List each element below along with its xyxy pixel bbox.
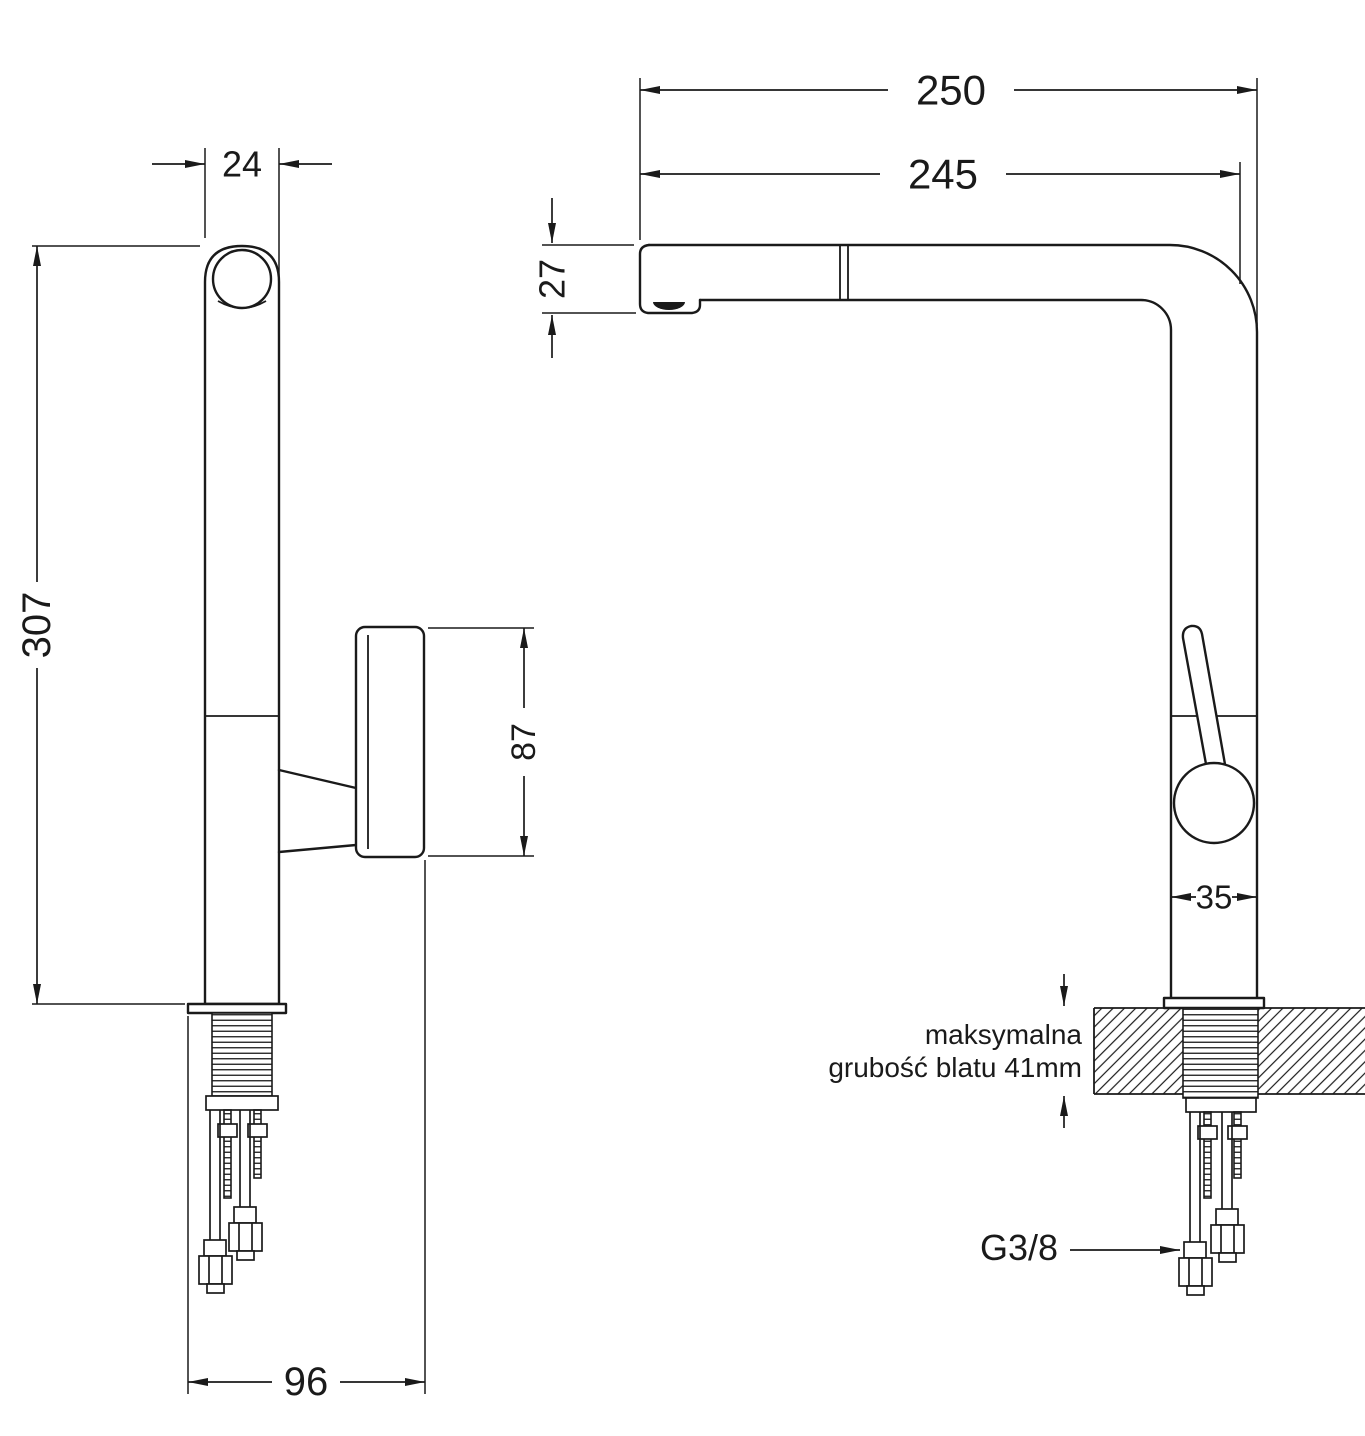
front-spout-bottom-edge	[698, 298, 1173, 1000]
side-hose-a	[198, 1110, 233, 1294]
front-spout-top-edge	[647, 243, 1259, 1000]
countertop-hatch-right	[1258, 1008, 1365, 1094]
front-mounting-hardware	[1178, 1097, 1257, 1296]
side-shank-threads	[211, 1012, 273, 1097]
dim27-label: 27	[532, 259, 573, 299]
side-handle-plate	[354, 625, 426, 859]
thread-size-callout: G3/8	[980, 1227, 1180, 1268]
front-hose-b-hex-nut	[1210, 1224, 1245, 1254]
front-hose-a-tip	[1186, 1285, 1205, 1296]
side-hose-a-tip	[206, 1283, 225, 1294]
dim-total-height-307: 307	[15, 245, 200, 1005]
front-hose-b-collar	[1215, 1208, 1239, 1226]
thread-size-label: G3/8	[980, 1227, 1058, 1268]
dim307-label: 307	[15, 592, 59, 659]
side-stud-a	[223, 1109, 232, 1199]
front-stud-b	[1233, 1111, 1242, 1179]
front-stud-b-nut	[1227, 1125, 1248, 1140]
side-thread-shank	[211, 1012, 273, 1097]
front-handle-lever	[1181, 624, 1228, 777]
dim-base-depth-96: 96	[187, 860, 426, 1404]
dim24-label: 24	[222, 144, 262, 185]
countertop-section: maksymalna grubość blatu 41mm	[828, 974, 1365, 1128]
front-stud-a	[1203, 1111, 1212, 1199]
dim-body-width-35: 35	[1171, 879, 1257, 916]
front-hose-b-tip	[1218, 1252, 1237, 1263]
front-base-flange	[1162, 996, 1266, 1010]
side-base-flange	[186, 1002, 288, 1015]
front-handle-base-circle	[1172, 761, 1256, 845]
side-hose-b-hex-nut	[228, 1222, 263, 1252]
front-spray-head-tip	[638, 243, 702, 315]
side-handle-taper-top	[277, 768, 358, 790]
front-stud-a-nut	[1197, 1125, 1218, 1140]
side-hose-b-tip	[236, 1250, 255, 1261]
dim87-label: 87	[505, 723, 543, 761]
dim-spout-reach-245: 245	[640, 151, 1241, 284]
front-hose-a-hex-nut	[1178, 1257, 1213, 1287]
side-view: 24 307 87 96	[15, 144, 543, 1405]
countertop-note-line1: maksymalna	[925, 1019, 1083, 1050]
front-hose-a-collar	[1183, 1241, 1207, 1259]
dim35-label: 35	[1196, 879, 1233, 916]
side-hose-b	[228, 1110, 263, 1261]
side-handle-taper-bottom	[277, 843, 358, 854]
side-stud-b	[253, 1109, 262, 1179]
dim96-label: 96	[284, 1360, 329, 1404]
side-hose-b-collar	[233, 1206, 257, 1224]
front-shank-threads	[1182, 1007, 1259, 1099]
dim-spout-height-27: 27	[532, 198, 636, 358]
front-hose-a	[1178, 1112, 1213, 1296]
side-mounting-hardware	[198, 1095, 279, 1294]
front-hose-b	[1210, 1112, 1245, 1263]
front-view: 250 245 27 35	[532, 67, 1365, 1296]
countertop-note-line2: grubość blatu 41mm	[828, 1052, 1082, 1083]
side-hose-a-collar	[203, 1239, 227, 1257]
side-stud-a-nut	[217, 1123, 238, 1138]
side-mount-plate	[205, 1095, 279, 1111]
dim245-label: 245	[908, 151, 978, 198]
side-faucet-outline	[186, 244, 426, 1015]
side-spout-under-arc	[217, 300, 267, 309]
front-faucet-outline	[638, 243, 1266, 1010]
dim-overall-depth-250: 250	[639, 67, 1258, 326]
side-hose-a-hex-nut	[198, 1255, 233, 1285]
dim250-label: 250	[916, 67, 986, 114]
front-mount-plate	[1185, 1097, 1257, 1113]
front-thread-shank	[1182, 1007, 1259, 1099]
countertop-hatch-left	[1094, 1008, 1183, 1094]
dim-spout-width-24: 24	[152, 144, 332, 714]
side-spout-column	[203, 244, 281, 1006]
dim-handle-length-87: 87	[428, 627, 543, 857]
side-stud-b-nut	[247, 1123, 268, 1138]
front-aerator-outlet	[653, 302, 685, 310]
